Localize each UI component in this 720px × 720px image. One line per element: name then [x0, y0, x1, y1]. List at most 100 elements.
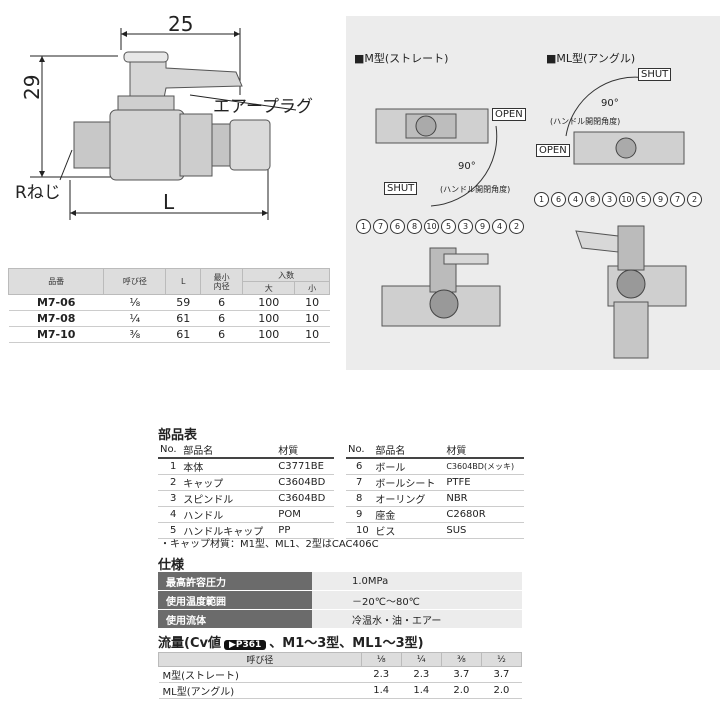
cell: 6	[200, 294, 243, 311]
page-ref-badge[interactable]: ▶P361	[223, 640, 267, 650]
cell: NBR	[444, 490, 524, 507]
cell: ハンドルキャップ	[181, 522, 277, 539]
cell: 2.0	[481, 682, 522, 699]
cell: 5	[158, 522, 182, 539]
m-callouts: 1 7 6 8 10 5 3 9 4 2	[356, 219, 524, 234]
col-qty-small: 小	[294, 281, 330, 295]
col-name: 部品名	[181, 442, 277, 459]
cell: ⅜	[103, 326, 166, 343]
col-qty: 入数	[242, 268, 330, 282]
col-size: 呼び径	[158, 652, 362, 667]
cell: 1.4	[361, 682, 402, 699]
cell: C3604BD(メッキ)	[444, 458, 524, 475]
cell: 6	[200, 310, 243, 327]
callout: 10	[619, 192, 634, 207]
cell: M型(ストレート)	[158, 666, 362, 683]
cell: ビス	[373, 522, 445, 539]
thread-label: Rねじ	[15, 183, 61, 203]
callout: 5	[636, 192, 651, 207]
cell: 10	[294, 294, 330, 311]
table-row: 使用流体冷温水・油・エアー	[158, 609, 522, 629]
spec-value: 冷温水・油・エアー	[312, 609, 522, 629]
spec-key: 使用温度範囲	[158, 590, 312, 610]
cell: 9	[346, 506, 374, 523]
m-open-label: OPEN	[492, 108, 526, 121]
col-3-8: ⅜	[440, 652, 482, 667]
ml-type-title: ■ML型(アングル)	[546, 52, 636, 65]
spec-key: 使用流体	[158, 609, 312, 629]
callout: 7	[373, 219, 388, 234]
cell: オーリング	[373, 490, 445, 507]
flow-table: 呼び径 ⅛ ¼ ⅜ ½ M型(ストレート) 2.3 2.3 3.7 3.7 ML…	[158, 652, 523, 699]
callout: 9	[653, 192, 668, 207]
cell: 61	[165, 326, 201, 343]
table-row: ML型(アングル) 1.4 1.4 2.0 2.0	[158, 682, 522, 699]
cell: 2.3	[361, 666, 402, 683]
col-name: 部品名	[373, 442, 445, 459]
size-table: 品番 呼び径 L 最小 内径 入数 大 小 M7-06 ⅛ 59 6 100 1…	[7, 268, 330, 343]
cell: 6	[346, 458, 374, 475]
col-length: L	[165, 268, 202, 295]
cell: PTFE	[444, 474, 524, 491]
cell: M7-08	[8, 310, 104, 327]
cell: 3.7	[481, 666, 522, 683]
ml-open-label: OPEN	[536, 144, 570, 157]
cell: 8	[346, 490, 374, 507]
cell: 2	[158, 474, 182, 491]
callout: 1	[356, 219, 371, 234]
callout: 8	[585, 192, 600, 207]
cell: 2.0	[441, 682, 482, 699]
cell: ML型(アングル)	[158, 682, 362, 699]
ml-callouts: 1 6 4 8 3 10 5 9 7 2	[534, 192, 702, 207]
cell: 100	[242, 326, 295, 343]
spec-value: 1.0MPa	[312, 572, 522, 591]
cell: 座金	[373, 506, 445, 523]
cell: ボールシート	[373, 474, 445, 491]
dimension-width: 25	[168, 12, 194, 36]
cell: 3	[158, 490, 182, 507]
col-1-4: ¼	[400, 652, 442, 667]
cell: C3604BD	[276, 474, 334, 491]
table-row: M7-06 ⅛ 59 6 100 10	[8, 294, 330, 311]
air-plug-label: エアープラグ	[213, 97, 313, 117]
cap-material-note: ・キャップ材質：M1型、ML1、2型はCAC406C	[160, 539, 379, 550]
flow-title-post: 、M1～3型、ML1～3型)	[269, 636, 424, 651]
callout: 2	[509, 219, 524, 234]
cell: C3771BE	[276, 458, 334, 475]
callout: 3	[458, 219, 473, 234]
cell: ⅛	[103, 294, 166, 311]
col-1-2: ½	[480, 652, 523, 667]
cell: 2.3	[401, 666, 442, 683]
type-diagram-panel: ■M型(ストレート) ■ML型(アングル) OPEN SHUT 90° SHUT…	[346, 16, 720, 370]
panel-drawings	[375, 76, 687, 359]
callout: 1	[534, 192, 549, 207]
cell: 1.4	[401, 682, 442, 699]
cell: SUS	[444, 522, 524, 539]
callout: 10	[424, 219, 439, 234]
dimension-height: 29	[20, 74, 44, 100]
cell: M7-06	[8, 294, 104, 311]
col-min-bore: 最小 内径	[200, 268, 244, 295]
cell: C3604BD	[276, 490, 334, 507]
col-part-no: 品番	[7, 268, 105, 295]
cell: 本体	[181, 458, 277, 475]
valve-side-view-drawing	[30, 28, 297, 220]
cell: 10	[294, 310, 330, 327]
spec-key: 最高許容圧力	[158, 572, 312, 591]
cell: 3.7	[441, 666, 482, 683]
m-handle-angle-note: (ハンドル開閉角度)	[440, 185, 511, 194]
cell: 59	[165, 294, 201, 311]
col-material: 材質	[444, 442, 524, 459]
table-row: 使用温度範囲－20℃～80℃	[158, 590, 522, 610]
